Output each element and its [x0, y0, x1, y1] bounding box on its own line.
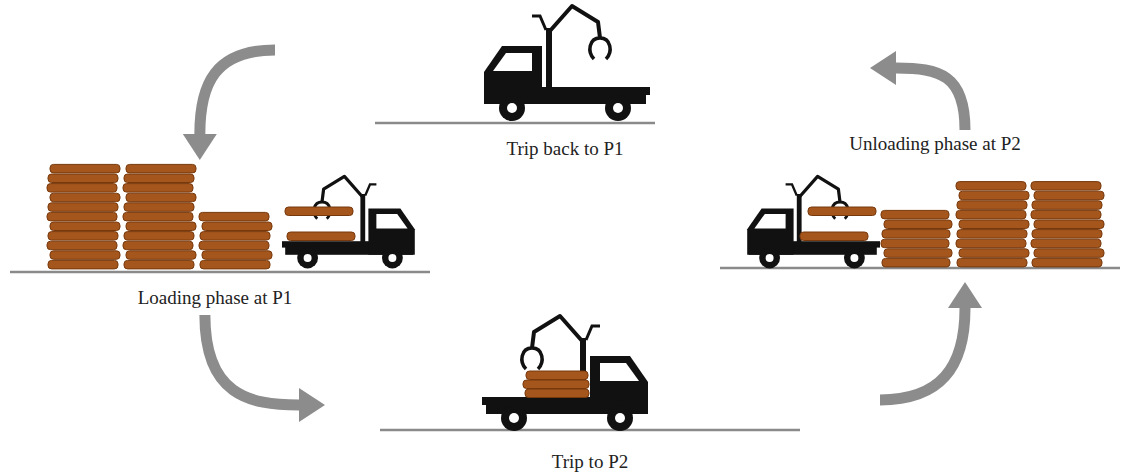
log [200, 260, 270, 269]
log [956, 210, 1026, 219]
log [523, 380, 589, 389]
log [957, 258, 1027, 267]
log [47, 184, 117, 193]
log [202, 222, 272, 231]
log [525, 389, 589, 398]
log [123, 212, 193, 221]
log [1034, 220, 1104, 229]
phase-node: Loading phase at P1 [10, 160, 430, 315]
phase-label: Loading phase at P1 [138, 287, 293, 309]
phase-label: Trip to P2 [552, 451, 628, 473]
arrow-head [870, 51, 896, 85]
log [126, 251, 196, 259]
truck-icon [747, 176, 880, 268]
log [50, 164, 120, 173]
log [1034, 191, 1104, 200]
log [48, 260, 118, 269]
log [881, 210, 949, 219]
log [50, 222, 120, 231]
ground-line [380, 429, 800, 432]
arrow-shaft [896, 68, 965, 130]
log [1031, 210, 1101, 219]
log [123, 241, 193, 250]
log [124, 260, 194, 269]
log [287, 232, 355, 241]
arrow-head [183, 134, 217, 160]
cycle-arrow [870, 51, 965, 130]
log [199, 212, 269, 221]
cycle-arrow [183, 50, 275, 160]
truck-icon [482, 316, 648, 431]
log [1031, 182, 1101, 191]
log [285, 207, 353, 216]
ground-line [375, 122, 655, 125]
log [48, 174, 118, 183]
phase-node: Trip to P2 [325, 320, 880, 474]
log [48, 203, 118, 212]
truck-icon [282, 176, 415, 268]
truck-icon [484, 6, 650, 121]
arrow-head [948, 282, 982, 308]
log [47, 212, 117, 221]
log [956, 182, 1026, 191]
log [47, 241, 117, 250]
log [126, 193, 196, 202]
log [808, 207, 876, 216]
log [881, 239, 949, 248]
log [959, 249, 1029, 257]
arrow-shaft [880, 308, 965, 400]
cycle-arrow [880, 282, 982, 400]
log [882, 258, 950, 267]
log [1034, 249, 1104, 257]
phase-label: Unloading phase at P2 [849, 133, 1021, 155]
phase-label: Trip back to P1 [506, 138, 623, 160]
log [882, 230, 950, 239]
log [50, 251, 120, 259]
truck-logs [285, 207, 876, 398]
log [526, 371, 588, 380]
log [123, 184, 193, 193]
log [956, 239, 1026, 248]
ground-line [10, 271, 430, 274]
log [884, 220, 952, 229]
log [884, 249, 952, 257]
log [959, 220, 1029, 229]
log [800, 232, 868, 241]
log [1032, 201, 1102, 210]
log [126, 222, 196, 231]
ground-lines [10, 123, 1120, 430]
log [199, 241, 269, 250]
log [124, 203, 194, 212]
log [124, 232, 194, 241]
log [200, 232, 270, 241]
cycle-arrow [205, 315, 325, 422]
log [50, 193, 120, 202]
log [48, 232, 118, 241]
phase-node: Trip back to P1 [275, 5, 870, 165]
log [959, 191, 1029, 200]
arrow-shaft [205, 315, 299, 405]
log [1031, 239, 1101, 248]
log-stacks [47, 164, 1104, 269]
arrow-head [299, 388, 325, 422]
log [124, 174, 194, 183]
log [126, 164, 196, 173]
log [957, 201, 1027, 210]
log [957, 230, 1027, 239]
log [1032, 230, 1102, 239]
log [1032, 258, 1102, 267]
phase-node: Unloading phase at P2 [720, 130, 1120, 282]
arrow-shaft [200, 50, 275, 134]
log [202, 251, 272, 259]
